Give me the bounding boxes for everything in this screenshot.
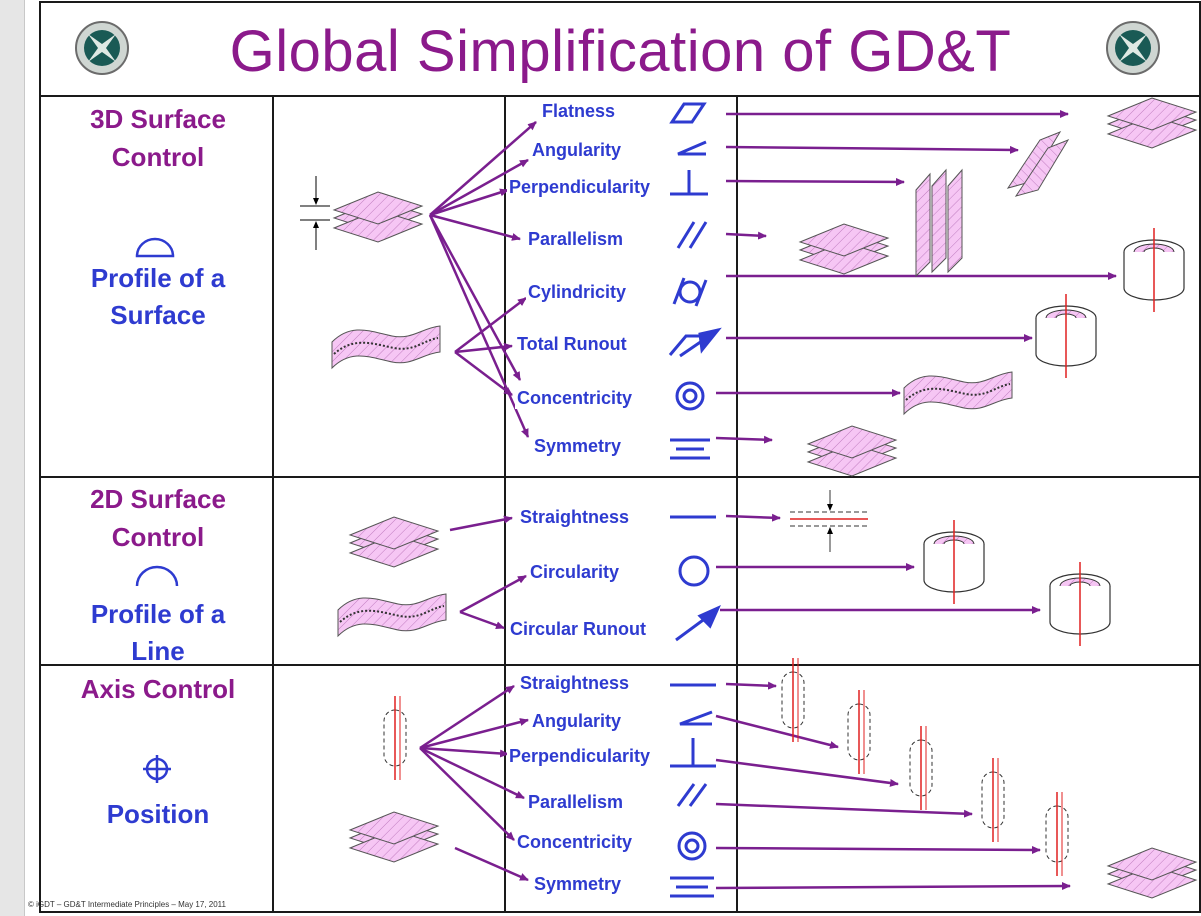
label-axis-parallelism: Parallelism — [526, 792, 626, 813]
characteristic-symbols — [668, 102, 722, 898]
result-perpendicularity — [915, 168, 963, 278]
result-axis-angularity — [847, 689, 871, 775]
label-flatness: Flatness — [540, 101, 618, 122]
label-axis-perpendicularity: Perpendicularity — [507, 746, 653, 767]
axis-concentricity-icon — [677, 831, 707, 861]
label-axis-straightness: Straightness — [518, 673, 632, 694]
label-axis-concentricity: Concentricity — [515, 832, 635, 853]
section-title-2d: 2D Surface Control — [60, 480, 256, 556]
section-sub-axis: Position — [60, 796, 256, 833]
result-cylindricity — [1123, 227, 1185, 313]
result-arrows — [715, 110, 1117, 891]
result-angularity — [1006, 130, 1070, 197]
label-parallelism: Parallelism — [526, 229, 626, 250]
label-straightness-2d: Straightness — [518, 507, 632, 528]
result-axis-symmetry — [1107, 847, 1197, 899]
label-perpendicularity: Perpendicularity — [507, 177, 653, 198]
source-axis-cyl — [383, 695, 407, 781]
logo-right — [1106, 21, 1160, 75]
left-gutter — [0, 0, 24, 916]
total-runout-icon — [668, 327, 722, 358]
source-plates-axis — [349, 811, 439, 863]
circularity-icon — [678, 555, 710, 587]
source-wave-1 — [331, 325, 441, 369]
section-sub-3d: Profile of a Surface — [60, 260, 256, 334]
symmetry-icon — [670, 438, 710, 460]
axis-angularity-icon — [679, 710, 713, 726]
source-plates-2d — [349, 516, 439, 568]
section-title-line: Axis Control — [80, 674, 236, 704]
result-axis-concentricity — [1045, 791, 1069, 877]
perpendicularity-icon — [670, 170, 708, 196]
axis-symmetry-icon — [670, 876, 714, 898]
table-grid — [39, 1, 1201, 913]
label-cylindricity: Cylindricity — [526, 282, 629, 303]
source-arrows — [419, 121, 537, 882]
section-sub-2d: Profile of a Line — [60, 596, 256, 670]
source-dim-1 — [300, 176, 330, 250]
section-sub-line: Surface — [110, 300, 206, 330]
angularity-icon — [677, 140, 707, 156]
section-title-line: Control — [111, 142, 205, 172]
section-sub-line: Profile of a — [90, 263, 226, 293]
axis-perpendicularity-icon — [670, 738, 716, 768]
parallelism-icon — [676, 221, 708, 249]
page-title: Global Simplification of GD&T — [229, 18, 1012, 84]
label-axis-symmetry: Symmetry — [532, 874, 624, 895]
concentricity-icon — [675, 381, 705, 411]
section-title-line: 2D Surface — [90, 484, 226, 514]
section-sub-line: Position — [106, 799, 210, 829]
source-flat-plates-1 — [333, 191, 423, 243]
source-wave-2d — [337, 593, 447, 637]
label-circular-runout: Circular Runout — [508, 619, 649, 640]
section-sub-line: Line — [131, 636, 185, 666]
label-axis-angularity: Angularity — [530, 711, 624, 732]
profile-of-surface-icon — [135, 237, 175, 258]
section-title-axis: Axis Control — [60, 670, 256, 708]
label-total-runout: Total Runout — [515, 334, 629, 355]
position-icon — [143, 755, 171, 783]
result-straightness-2d — [790, 490, 868, 552]
result-parallelism — [799, 223, 889, 275]
axis-parallelism-icon — [676, 783, 708, 807]
section-title-line: 3D Surface — [90, 104, 226, 134]
label-concentricity: Concentricity — [515, 388, 635, 409]
label-symmetry: Symmetry — [532, 436, 624, 457]
cylindricity-icon — [672, 277, 708, 307]
footer-copyright: © iGDT – GD&T Intermediate Principles – … — [28, 900, 226, 909]
result-circular-runout — [1049, 561, 1111, 647]
result-concentricity — [903, 371, 1013, 415]
result-axis-parallelism — [981, 757, 1005, 843]
flatness-icon — [669, 102, 707, 124]
section-title-line: Control — [111, 522, 205, 552]
logo-left — [75, 21, 129, 75]
section-title-3d: 3D Surface Control — [60, 100, 256, 176]
result-total-runout — [1035, 293, 1097, 379]
result-axis-straightness — [781, 657, 805, 743]
section-sub-line: Profile of a — [90, 599, 226, 629]
result-circularity — [923, 519, 985, 605]
label-angularity: Angularity — [530, 140, 624, 161]
result-symmetry — [807, 425, 897, 477]
result-flatness — [1107, 97, 1197, 149]
circular-runout-icon — [675, 605, 721, 642]
label-circularity: Circularity — [528, 562, 622, 583]
result-axis-perpendicularity — [909, 725, 933, 811]
gutter-divider — [24, 0, 25, 916]
profile-of-line-icon — [135, 565, 179, 587]
